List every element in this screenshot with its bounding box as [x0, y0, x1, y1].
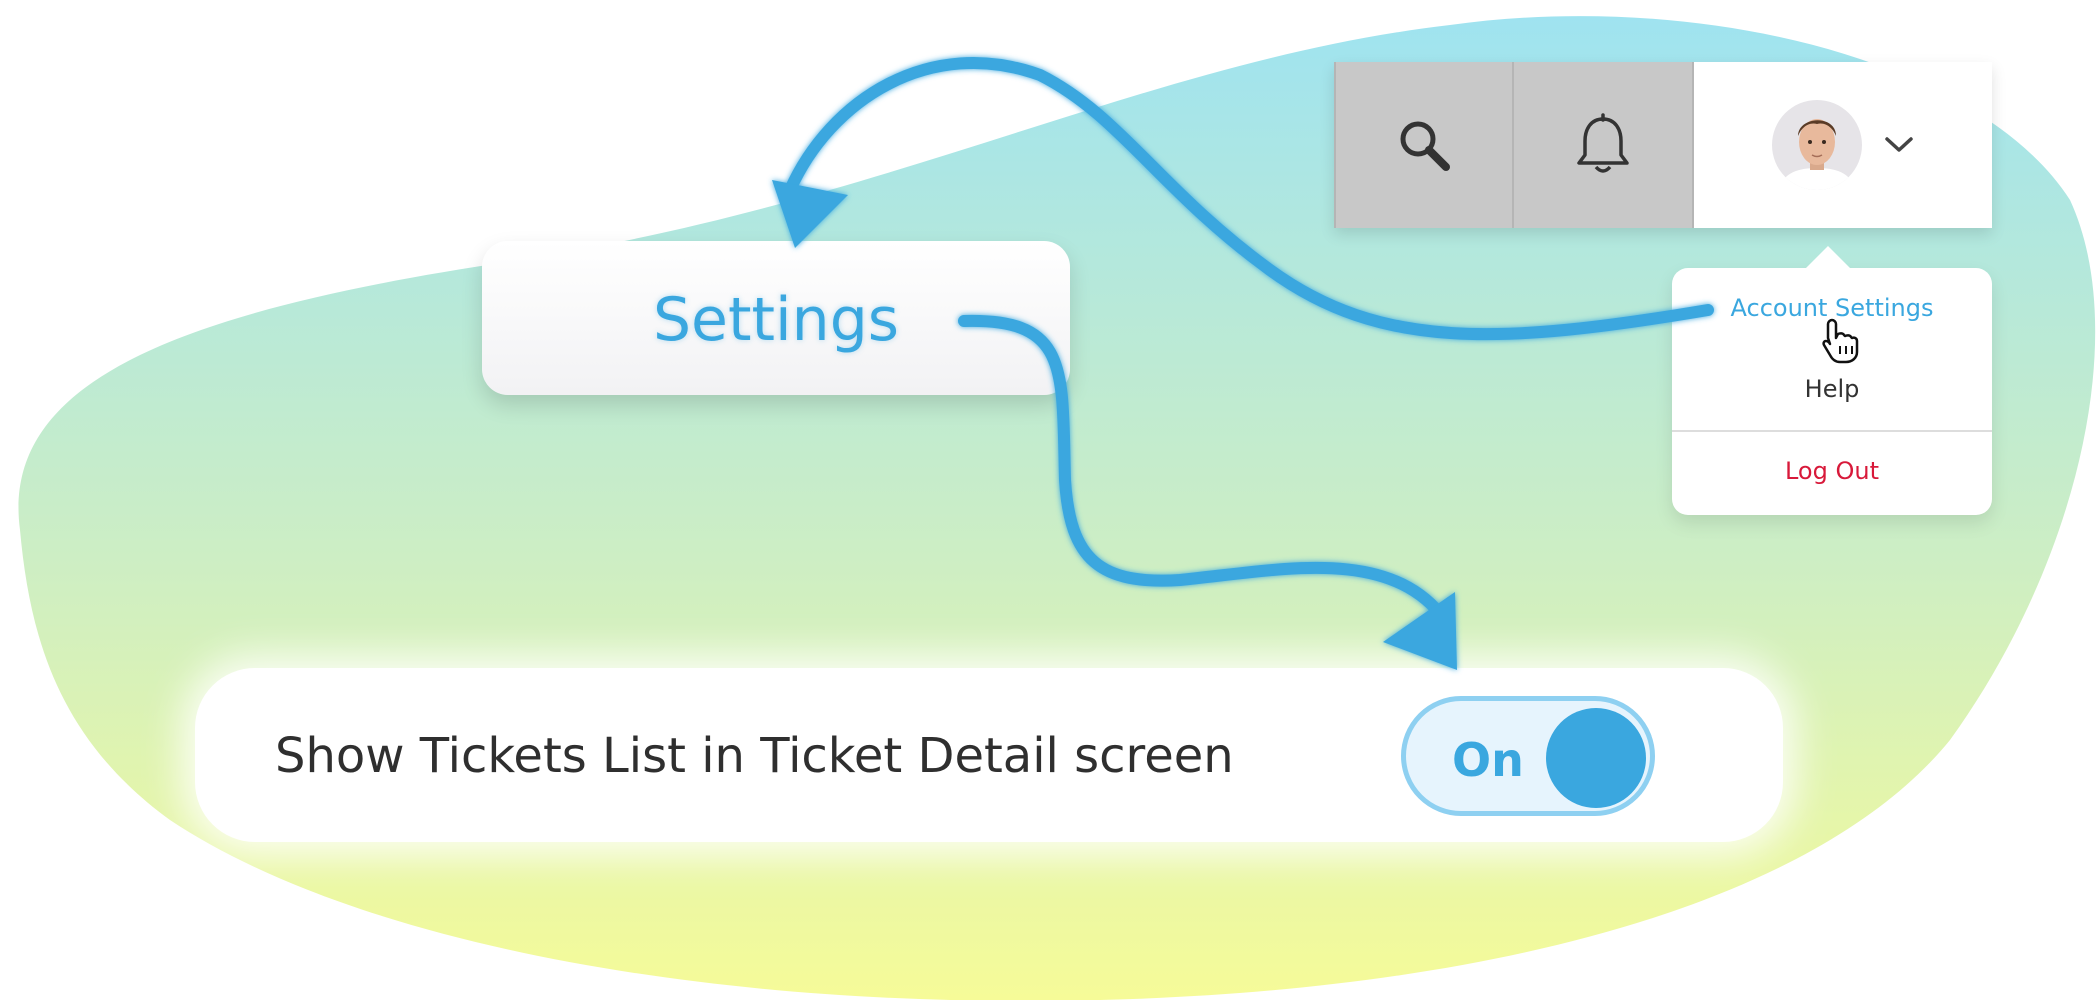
user-menu-button[interactable] [1694, 62, 1992, 228]
menu-item-help[interactable]: Help [1804, 375, 1860, 403]
menu-item-log-out[interactable]: Log Out [1784, 457, 1879, 485]
menu-item-account-settings[interactable]: Account Settings [1730, 294, 1934, 322]
show-tickets-toggle[interactable]: On [1401, 696, 1655, 816]
bell-icon [1577, 113, 1629, 173]
hand-cursor-icon [1822, 318, 1859, 364]
chevron-down-icon [1885, 137, 1913, 152]
toggle-state-label: On [1452, 733, 1524, 787]
menu-divider [1672, 430, 1992, 432]
search-icon [1400, 121, 1450, 171]
setting-option-row: Show Tickets List in Ticket Detail scree… [195, 668, 1783, 842]
search-button[interactable] [1334, 62, 1514, 228]
top-navigation-bar [1334, 62, 1992, 228]
settings-card[interactable]: Settings [482, 241, 1070, 395]
option-label: Show Tickets List in Ticket Detail scree… [275, 728, 1234, 784]
settings-title: Settings [652, 285, 900, 355]
notifications-button[interactable] [1514, 62, 1694, 228]
toggle-knob [1546, 708, 1646, 808]
user-dropdown-menu: Account Settings Help Log Out [1672, 246, 1992, 515]
avatar [1772, 100, 1862, 190]
avatar-face-icon [1780, 119, 1854, 190]
